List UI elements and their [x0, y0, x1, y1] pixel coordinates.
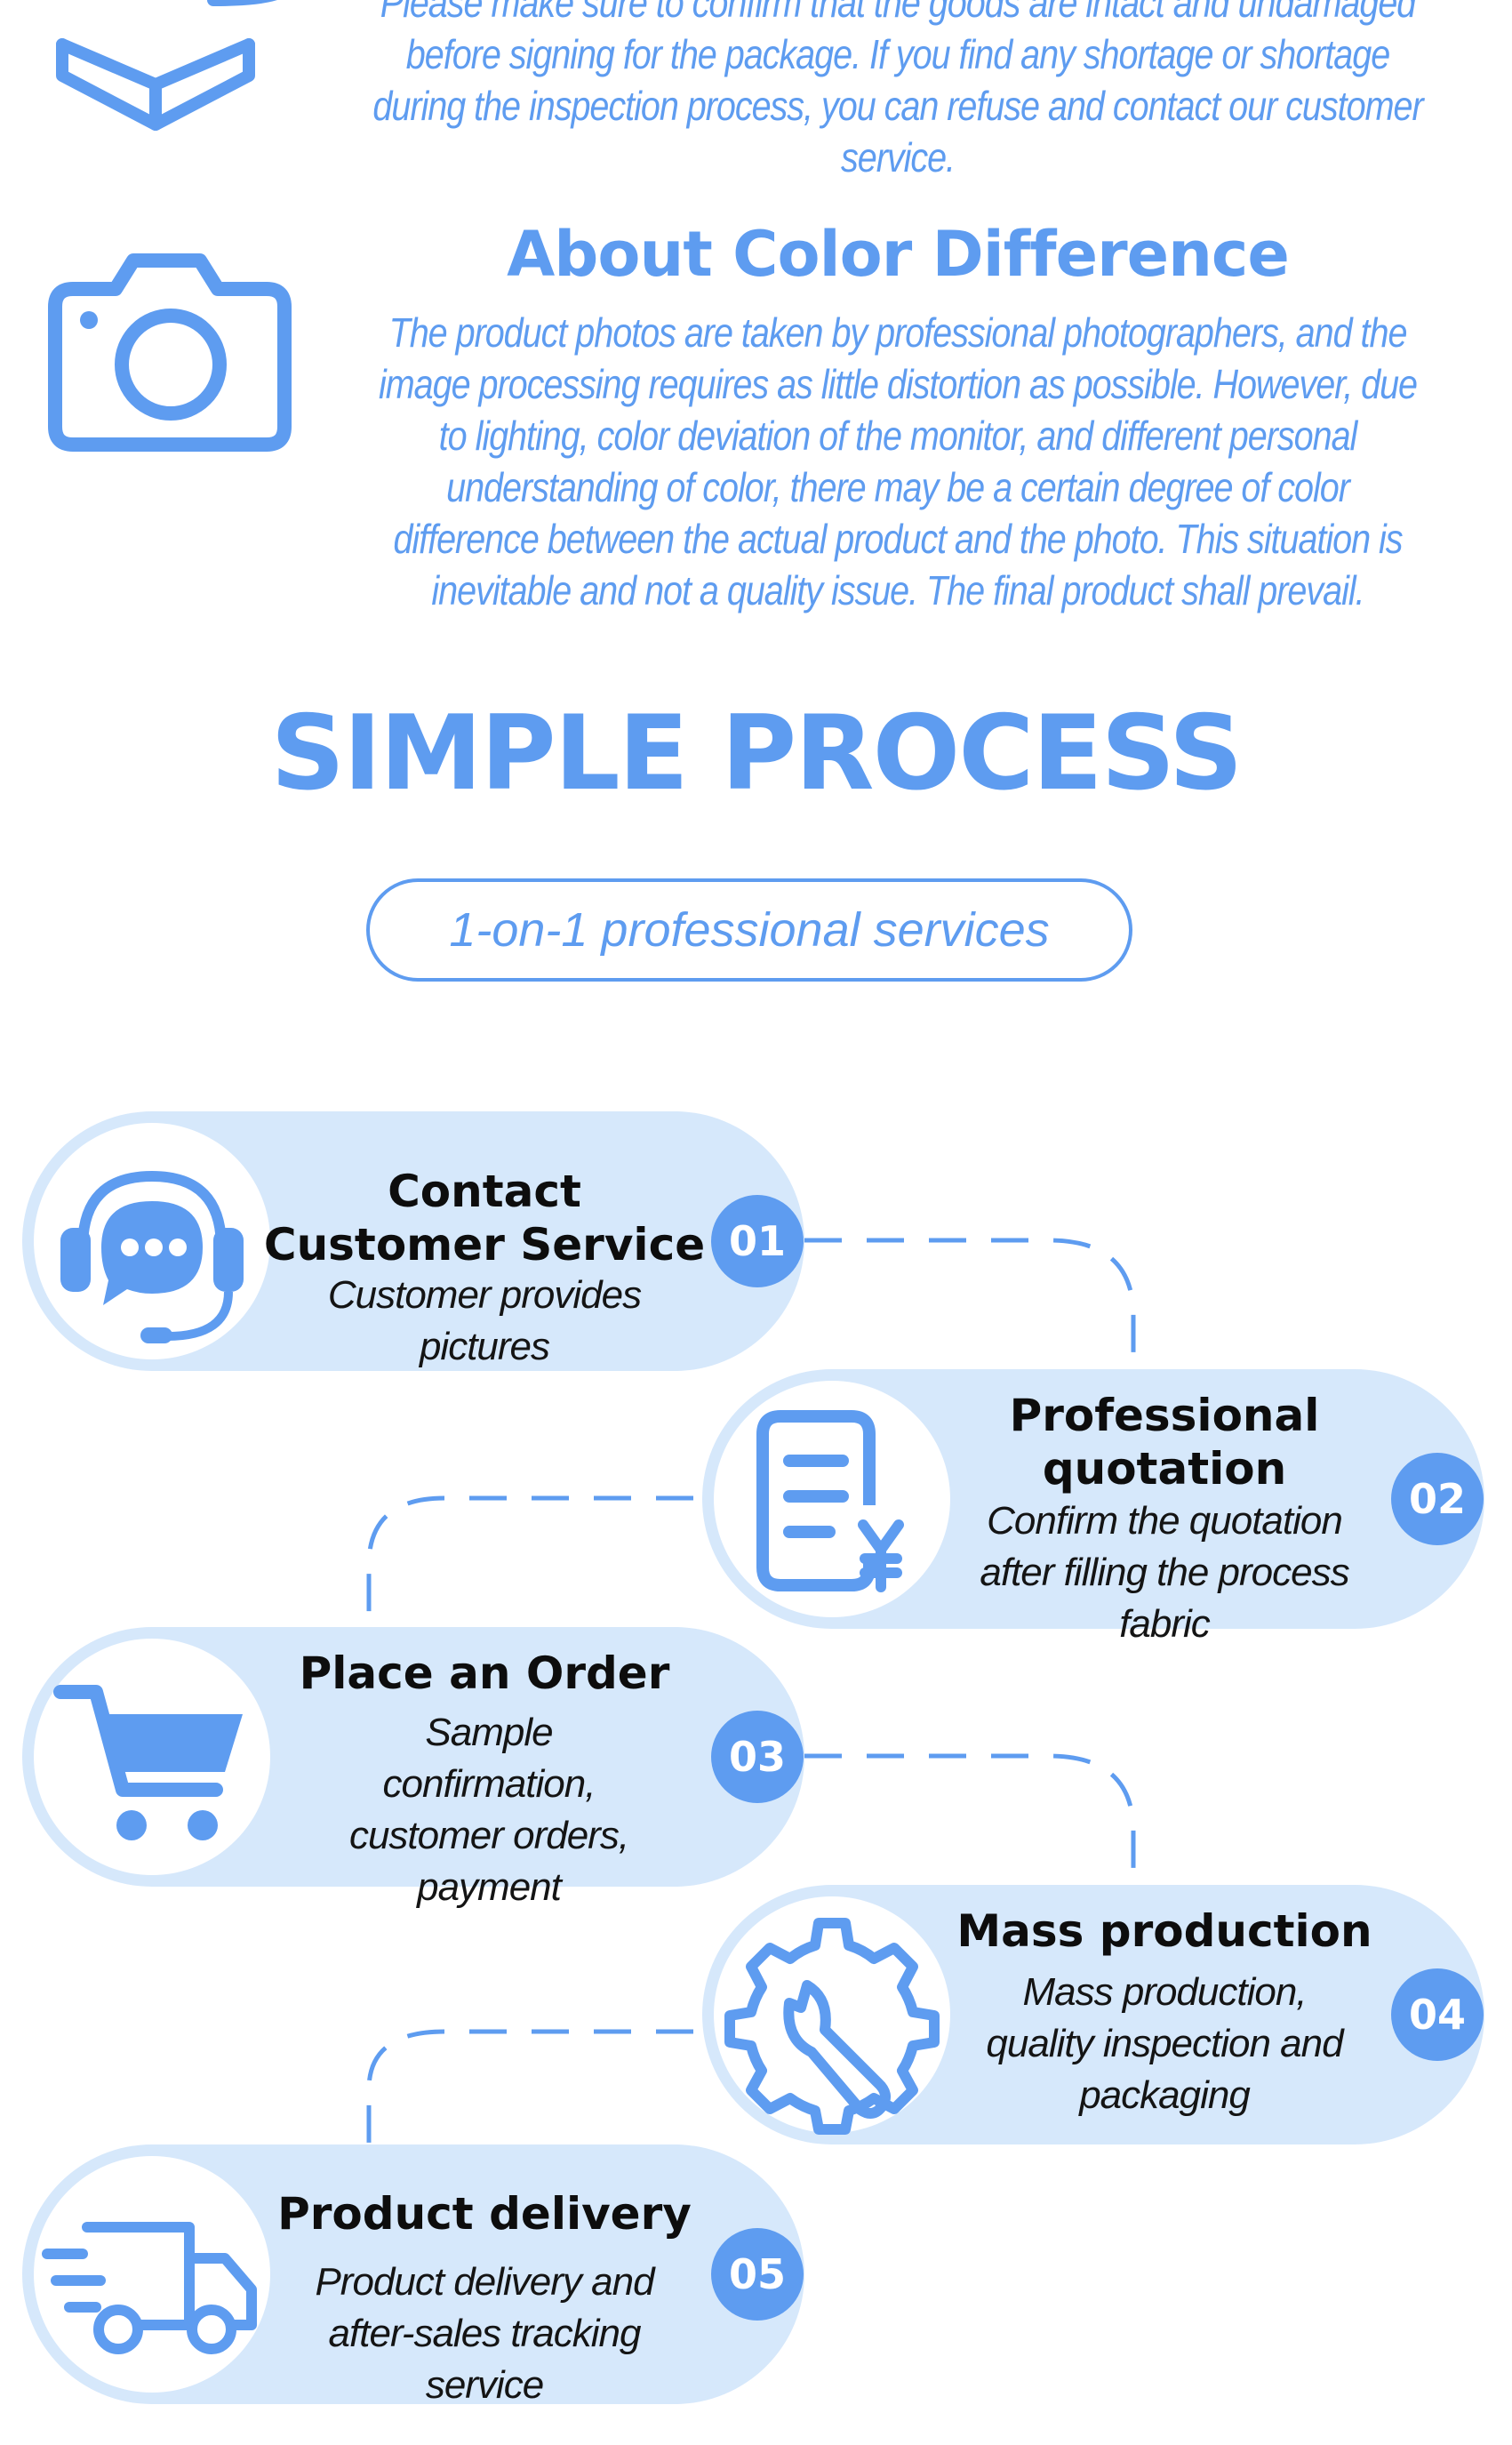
quotation-document-yen-icon [756, 1410, 904, 1592]
step-title: Professional quotation [1009, 1390, 1320, 1495]
process-step-2: Professional quotation Confirm the quota… [702, 1369, 1484, 1646]
process-title: SIMPLE PROCESS [270, 693, 1244, 814]
package-notice-text: Please make sure to confirm that the goo… [372, 0, 1423, 180]
step-number-badge: 01 [711, 1195, 804, 1287]
customer-service-headset-icon [60, 1170, 244, 1343]
step-description: Customer provides pictures [327, 1273, 642, 1368]
step-number-badge: 04 [1391, 1968, 1484, 2061]
process-step-4: Mass production Mass production, quality… [702, 1885, 1484, 2144]
process-step-3: Place an Order Sample confirmation, cust… [22, 1627, 804, 1909]
step-number-badge: 05 [711, 2228, 804, 2321]
step-icon-circle [34, 2156, 270, 2393]
step-title: Contact Customer Service [263, 1166, 706, 1271]
shopping-cart-icon [53, 1685, 243, 1840]
step-description: Sample confirmation, customer orders, pa… [348, 1711, 629, 1909]
process-step-1: Contact Customer Service Customer provid… [22, 1111, 804, 1371]
step-description: Confirm the quotation after filling the … [980, 1499, 1349, 1646]
step-title: Place an Order [299, 1647, 670, 1699]
process-step-5: Product delivery Product delivery and af… [22, 2144, 804, 2407]
step-title: Product delivery [277, 2188, 692, 2240]
step-title: Mass production [956, 1905, 1372, 1957]
camera-icon [48, 253, 292, 452]
color-notice-title: About Color Difference [507, 218, 1290, 291]
step-description: Mass production, quality inspection and … [986, 1970, 1343, 2117]
gear-wrench-icon [724, 1918, 940, 2135]
step-number-badge: 02 [1391, 1453, 1484, 1545]
delivery-truck-icon [42, 2222, 257, 2354]
step-description: Product delivery and after-sales trackin… [315, 2260, 654, 2407]
color-notice-text: The product photos are taken by professi… [378, 309, 1418, 613]
process-subtitle-pill: 1-on-1 professional services [366, 878, 1132, 982]
step-number-badge: 03 [711, 1711, 804, 1803]
package-check-icon [56, 0, 277, 131]
